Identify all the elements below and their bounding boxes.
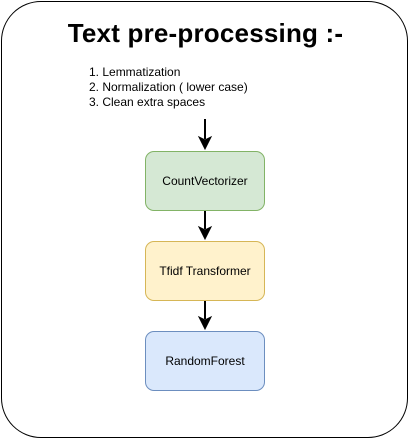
randomforest-label: RandomForest bbox=[165, 354, 245, 368]
tfidf-transformer-label: Tfidf Transformer bbox=[159, 264, 251, 278]
step-normalization: 2. Normalization ( lower case) bbox=[89, 80, 248, 94]
diagram-title: Text pre-processing :- bbox=[67, 18, 344, 48]
countvectorizer-label: CountVectorizer bbox=[162, 174, 248, 188]
tfidf-transformer-node: Tfidf Transformer bbox=[145, 241, 265, 301]
countvectorizer-node: CountVectorizer bbox=[145, 151, 265, 211]
preprocessing-steps-list: 1. Lemmatization 2. Normalization ( lowe… bbox=[89, 65, 248, 110]
randomforest-node: RandomForest bbox=[145, 331, 265, 391]
step-clean-spaces: 3. Clean extra spaces bbox=[89, 95, 206, 109]
step-lemmatization: 1. Lemmatization bbox=[89, 65, 181, 79]
